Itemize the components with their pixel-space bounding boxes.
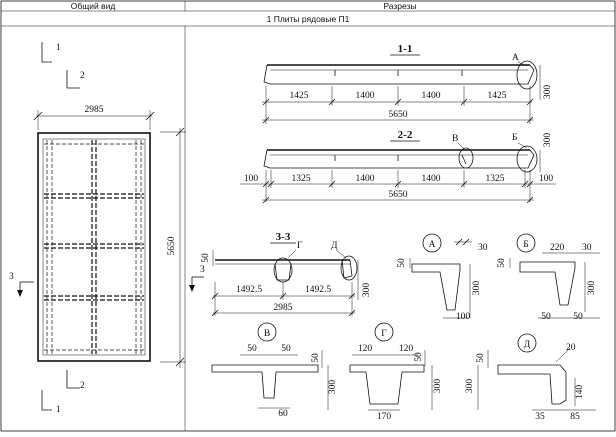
detail-b-top-1: 220 bbox=[550, 243, 565, 253]
section-mark-3-left-label: 3 bbox=[9, 272, 14, 282]
plan-view: 1 2 2985 5650 bbox=[9, 42, 186, 415]
section-2-2-title: 2-2 bbox=[398, 129, 413, 141]
detail-d-left-top: 50 bbox=[476, 353, 486, 363]
section-mark-2-top bbox=[66, 70, 80, 89]
section-mark-3-right-label: 3 bbox=[200, 265, 205, 275]
section-2-2-total: 5650 bbox=[389, 190, 408, 200]
detail-b-bottom-1: 50 bbox=[541, 312, 551, 322]
section-3-3-height: 300 bbox=[362, 283, 372, 298]
detail-b: Б 220 30 50 300 50 50 bbox=[497, 233, 600, 322]
detail-a-left: 50 bbox=[397, 258, 407, 268]
section-1-1-span-2: 1400 bbox=[356, 91, 375, 101]
detail-g-label: Г bbox=[381, 329, 387, 339]
detail-v-marker bbox=[257, 322, 277, 342]
section-1-1-span-3: 1400 bbox=[422, 91, 441, 101]
section-3-3-span-1: 1492.5 bbox=[236, 285, 262, 295]
section-2-2-span-3: 1400 bbox=[422, 174, 441, 184]
detail-d-label: Д bbox=[524, 340, 531, 350]
plan-slab-outline bbox=[37, 132, 151, 362]
callout-g: Г bbox=[297, 241, 303, 251]
section-2-2: 2-2 В Б 300 100 1325 1400 1400 bbox=[240, 129, 556, 204]
section-mark-2-top-label: 2 bbox=[80, 71, 85, 81]
detail-a-marker bbox=[422, 233, 442, 253]
section-2-2-height: 300 bbox=[543, 133, 553, 148]
detail-d-bottom-1: 35 bbox=[535, 412, 545, 422]
detail-a: А 30 50 300 100 bbox=[397, 233, 488, 322]
section-1-1-title: 1-1 bbox=[398, 43, 413, 55]
section-1-1-span-4: 1425 bbox=[488, 91, 507, 101]
section-mark-1-top-label: 1 bbox=[56, 43, 61, 53]
detail-b-label: Б bbox=[523, 240, 528, 250]
detail-d-bottom-2: 85 bbox=[570, 412, 580, 422]
detail-g-top-1: 120 bbox=[358, 344, 373, 354]
section-mark-2-bottom-label: 2 bbox=[80, 381, 85, 391]
header-sections: Разрезы bbox=[383, 1, 416, 11]
section-mark-1-top bbox=[41, 42, 52, 63]
section-2-2-edge-right: 100 bbox=[539, 174, 554, 184]
detail-d-marker bbox=[517, 333, 537, 353]
detail-b-height: 300 bbox=[587, 281, 597, 296]
detail-g: Г 120 120 50 300 170 bbox=[349, 322, 443, 422]
detail-d-right: 140 bbox=[575, 385, 585, 400]
section-3-3: 3-3 Г Д 3 50 300 1492.5 1492.5 bbox=[189, 231, 372, 317]
callout-d: Д bbox=[331, 241, 338, 251]
section-3-3-height-top: 50 bbox=[201, 253, 211, 263]
callout-a: А bbox=[512, 53, 519, 63]
detail-v-top-2: 50 bbox=[281, 344, 291, 354]
detail-g-marker bbox=[374, 322, 394, 342]
detail-g-bottom: 170 bbox=[377, 412, 392, 422]
detail-g-top-2: 120 bbox=[399, 344, 414, 354]
detail-d-left: 300 bbox=[465, 379, 475, 394]
section-1-1: 1-1 А 300 1425 1400 1400 1425 56 bbox=[262, 43, 553, 124]
row-title: 1 Плиты рядовые П1 bbox=[267, 14, 350, 24]
section-mark-1-bottom-label: 1 bbox=[56, 405, 61, 415]
detail-v-height: 300 bbox=[328, 380, 338, 395]
detail-a-top: 30 bbox=[478, 243, 488, 253]
section-2-2-edge-left: 100 bbox=[244, 174, 259, 184]
plan-length-value: 5650 bbox=[167, 236, 177, 255]
section-2-2-span-2: 1400 bbox=[356, 174, 375, 184]
detail-g-right: 50 bbox=[414, 352, 424, 362]
callout-b: Б bbox=[512, 133, 517, 143]
section-2-2-span-1: 1325 bbox=[292, 174, 311, 184]
detail-b-top-2: 30 bbox=[582, 243, 592, 253]
detail-b-bottom-2: 50 bbox=[573, 312, 583, 322]
detail-v-top-1: 50 bbox=[247, 344, 257, 354]
section-mark-1-bottom bbox=[41, 390, 52, 411]
detail-v-bottom: 60 bbox=[278, 409, 288, 419]
detail-v-right: 50 bbox=[311, 353, 321, 363]
detail-v-label: В bbox=[264, 329, 270, 339]
header-general-view: Общий вид bbox=[71, 1, 116, 11]
section-3-3-total: 2985 bbox=[274, 303, 293, 313]
section-1-1-height: 300 bbox=[543, 85, 553, 100]
section-3-3-span-2: 1492.5 bbox=[305, 285, 331, 295]
detail-b-left: 50 bbox=[497, 258, 507, 268]
section-1-1-total: 5650 bbox=[389, 110, 408, 120]
section-mark-2-bottom bbox=[66, 370, 80, 389]
detail-a-bottom: 100 bbox=[456, 312, 471, 322]
detail-d: Д 20 50 300 140 35 85 bbox=[465, 333, 596, 422]
detail-a-label: А bbox=[429, 240, 436, 250]
detail-g-height: 300 bbox=[433, 379, 443, 394]
detail-v: В 50 50 50 300 60 bbox=[211, 322, 338, 419]
section-2-2-span-4: 1325 bbox=[486, 174, 505, 184]
detail-a-height: 300 bbox=[472, 281, 482, 296]
detail-d-top: 20 bbox=[566, 343, 576, 353]
section-3-3-title: 3-3 bbox=[276, 231, 291, 243]
plan-width-value: 2985 bbox=[85, 105, 104, 115]
section-1-1-span-1: 1425 bbox=[290, 91, 309, 101]
callout-v: В bbox=[452, 134, 458, 144]
detail-b-marker bbox=[516, 233, 536, 253]
